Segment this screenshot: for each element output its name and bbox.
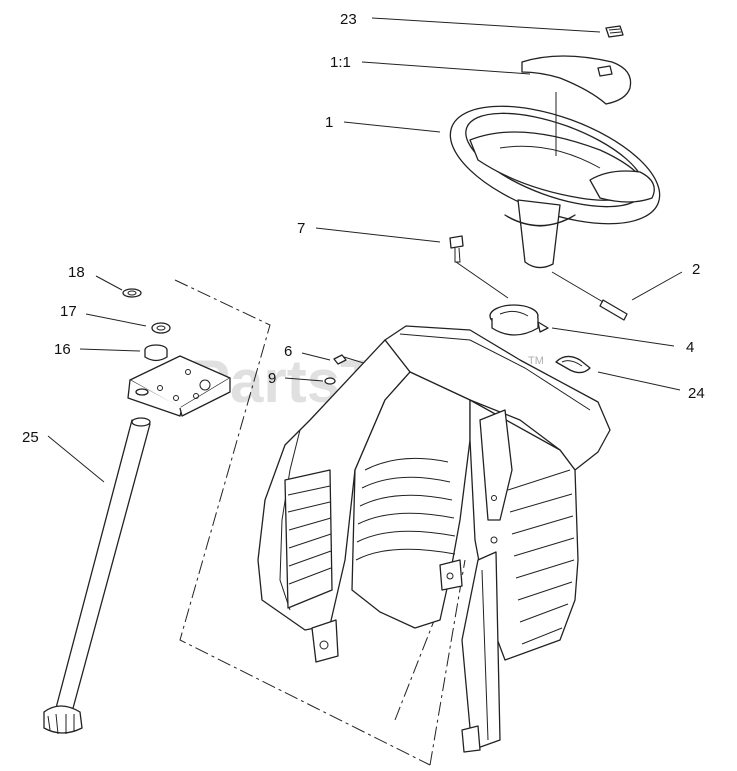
part-screw-7[interactable] [449,235,509,299]
callout-1-1: 1:1 [330,54,351,71]
part-grommet-24[interactable] [555,355,591,374]
part-steering-wheel[interactable] [435,82,675,269]
callout-25: 25 [22,429,39,446]
part-clip-23[interactable] [605,25,624,38]
callout-17: 17 [60,303,77,320]
callout-6: 6 [284,343,292,360]
callout-18: 18 [68,264,85,281]
part-nut-6[interactable] [333,354,347,365]
callout-9: 9 [268,370,276,387]
part-retaining-ring-18[interactable] [122,288,142,298]
part-steering-cap[interactable] [521,55,632,105]
leader-lines [47,17,683,483]
part-console-body[interactable] [257,325,611,753]
part-mounting-plate[interactable] [127,355,231,417]
part-bushing-16[interactable] [144,344,168,362]
part-pin-2[interactable] [551,271,628,321]
part-steering-shaft-25[interactable] [43,417,151,735]
watermark-trademark: TM [528,355,544,367]
callout-7: 7 [297,220,305,237]
callout-labels: 23 1:1 1 7 2 4 24 18 17 16 6 9 25 [22,11,705,446]
part-washer-17[interactable] [151,322,171,334]
callout-23: 23 [340,11,357,28]
callout-2: 2 [692,261,700,278]
part-bushing-4[interactable] [489,304,549,336]
part-washer-9[interactable] [324,377,336,385]
callout-1: 1 [325,114,333,131]
callout-24: 24 [688,385,705,402]
callout-16: 16 [54,341,71,358]
callout-4: 4 [686,339,694,356]
